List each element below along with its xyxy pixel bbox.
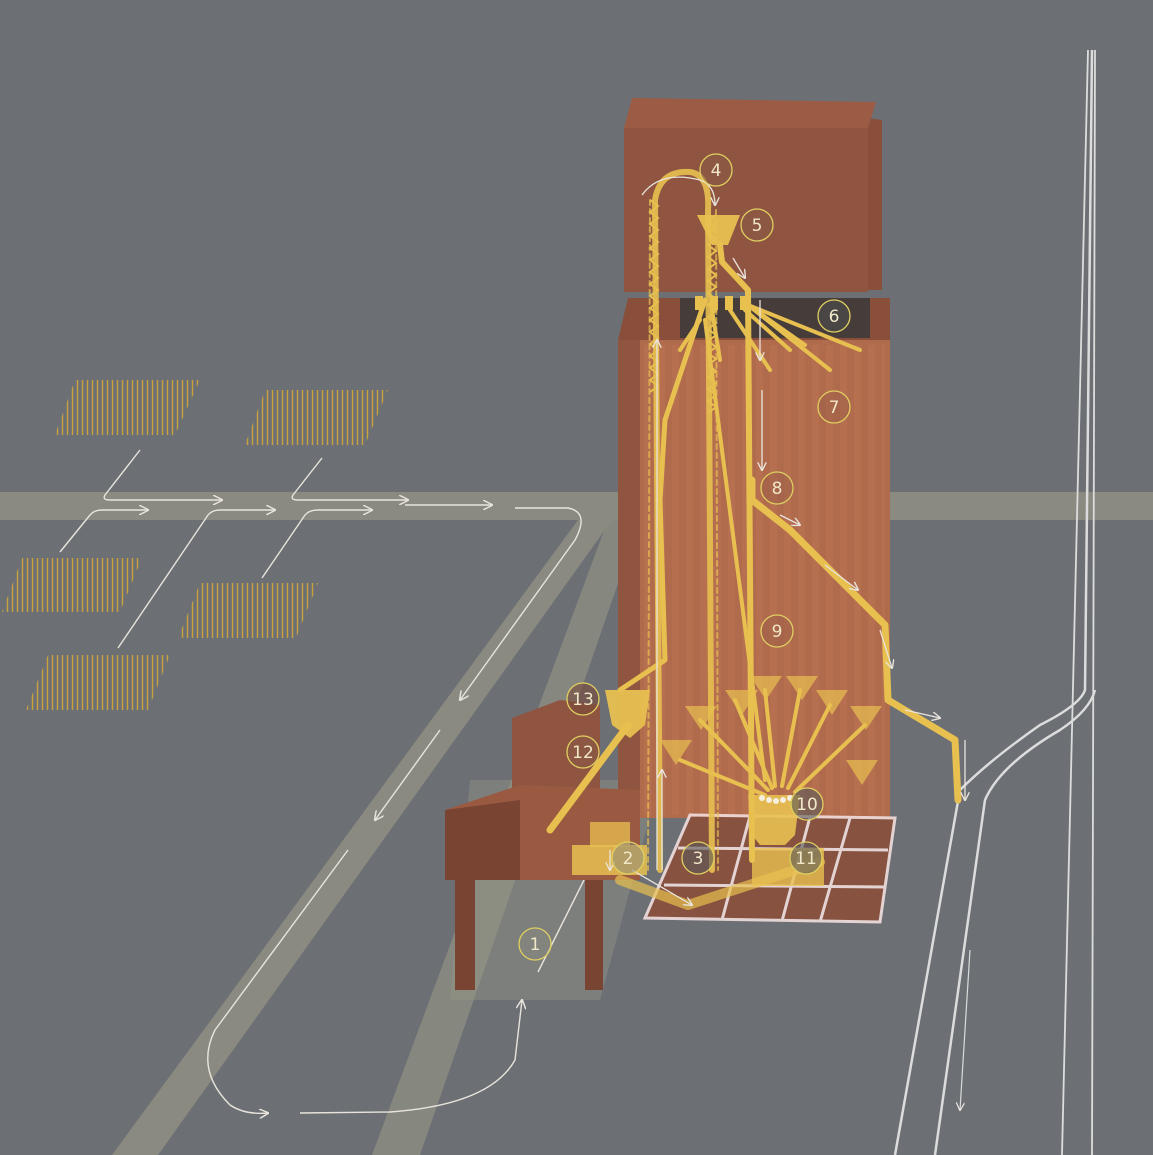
head-house-side [868,118,882,290]
crop-field [245,390,388,445]
svg-text:1: 1 [530,935,541,955]
svg-text:8: 8 [772,479,783,499]
step-marker-12: 12 [567,736,599,768]
crop-field [26,655,170,710]
svg-text:6: 6 [829,307,840,327]
svg-text:7: 7 [829,398,840,418]
step-marker-7: 7 [818,391,850,423]
step-marker-3: 3 [682,842,714,874]
step-marker-8: 8 [761,472,793,504]
step-marker-1: 1 [519,928,551,960]
step-marker-13: 13 [567,683,599,715]
step-marker-11: 11 [790,842,822,874]
step-marker-9: 9 [761,615,793,647]
annex-leg [455,880,475,990]
svg-text:10: 10 [796,795,818,815]
svg-text:5: 5 [752,216,763,236]
step-marker-6: 6 [818,300,850,332]
svg-text:12: 12 [572,743,594,763]
step-marker-5: 5 [741,209,773,241]
svg-text:9: 9 [772,622,783,642]
bin-shadow [618,340,640,818]
horizontal-road [0,492,1153,520]
crop-field [2,558,142,612]
step-marker-4: 4 [700,154,732,186]
annex-front [445,800,520,880]
svg-text:13: 13 [572,690,594,710]
head-house-front [624,128,868,292]
crop-field [55,380,200,435]
head-house-roof [624,98,876,128]
crop-field [178,583,318,638]
svg-text:11: 11 [795,849,817,869]
step-marker-2: 2 [612,842,644,874]
annex-leg [585,880,603,990]
svg-text:3: 3 [693,849,704,869]
svg-text:2: 2 [623,849,634,869]
svg-text:4: 4 [711,161,722,181]
step-marker-10: 10 [791,788,823,820]
